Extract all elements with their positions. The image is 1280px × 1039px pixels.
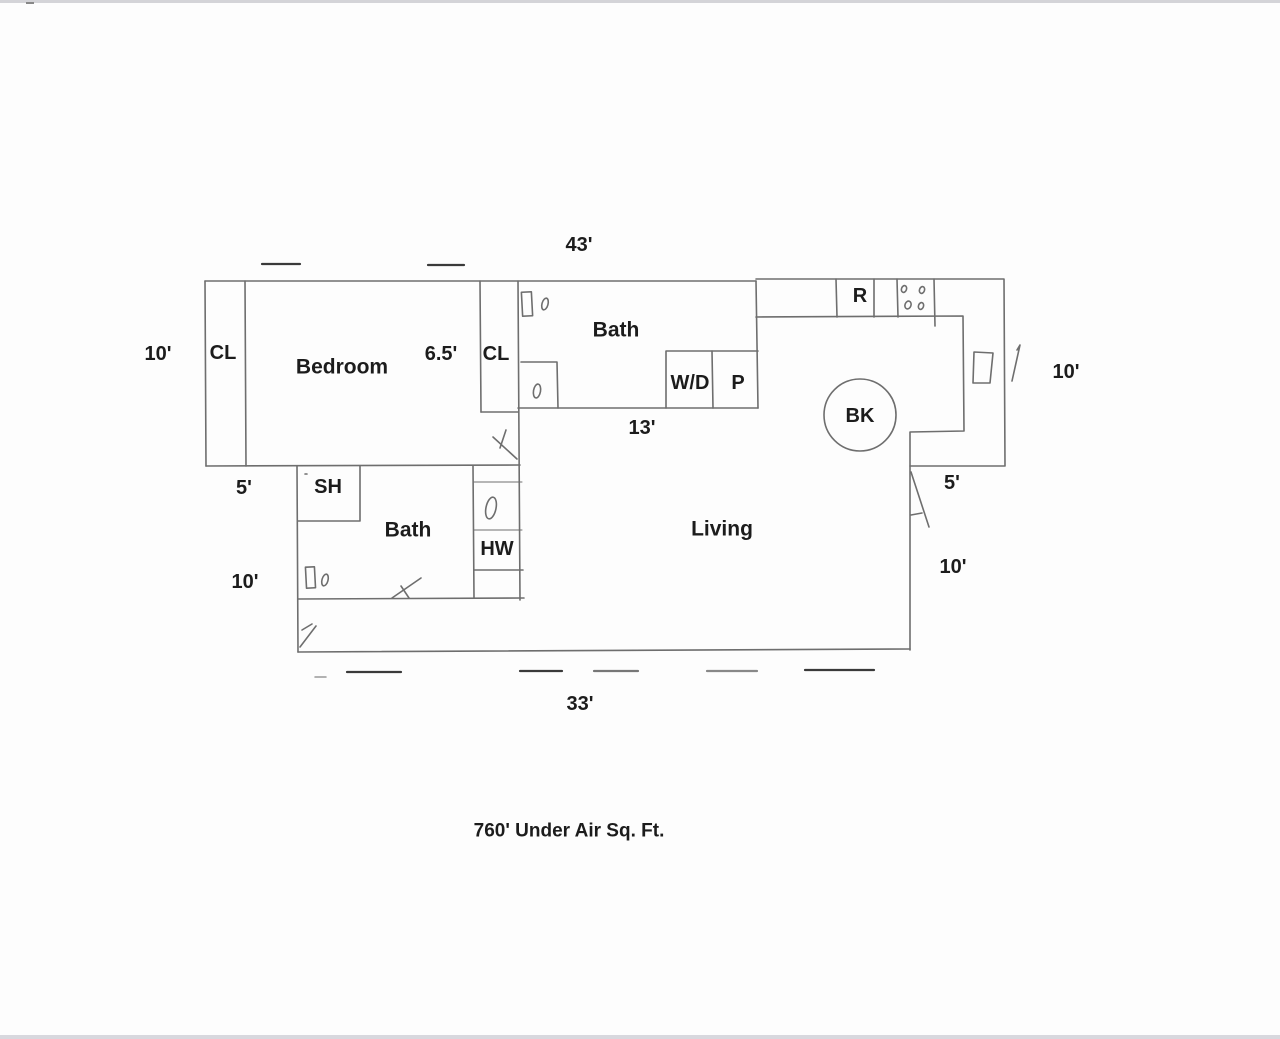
corner-mark (26, 2, 34, 4)
dimension-top-overall: 43' (565, 234, 593, 256)
breakfast-table-label: BK (845, 405, 875, 427)
washer-dryer-label: W/D (670, 372, 710, 394)
bedroom-walls (204, 280, 757, 467)
window-marks (260, 262, 876, 678)
room-label-bedroom: Bedroom (295, 355, 389, 379)
dimension-bath-width: 13' (628, 417, 656, 439)
pantry-label: P (731, 372, 745, 394)
shower-label: SH (314, 476, 342, 498)
dimension-bedroom-offset: 5' (236, 477, 252, 499)
closet-right-label: CL (482, 343, 510, 365)
dimension-right-living: 10' (939, 556, 967, 578)
water-heater-label: HW (480, 538, 514, 560)
lower-bath-walls (296, 465, 525, 653)
dimension-right-kitchen: 10' (1052, 361, 1080, 383)
living-walls (297, 648, 911, 653)
upper-bath-walls (492, 280, 759, 460)
refrigerator-label: R (852, 285, 868, 307)
room-label-bath-upper: Bath (592, 318, 640, 342)
dimension-bottom-overall: 33' (566, 693, 594, 715)
closet-left-label: CL (209, 342, 237, 364)
closet-right-walls (479, 280, 521, 601)
dimension-bedroom-closet: 6.5' (424, 343, 458, 365)
room-label-bath-lower: Bath (384, 518, 432, 542)
page-top-border (0, 0, 1280, 3)
page-bottom-border (0, 1035, 1280, 1039)
square-footage-caption: 760' Under Air Sq. Ft. (473, 820, 665, 842)
room-label-living: Living (691, 517, 753, 541)
kitchen-walls (755, 278, 1021, 651)
dimension-right-offset: 5' (944, 472, 960, 494)
dimension-left-bedroom: 10' (144, 343, 172, 365)
dimension-left-bath: 10' (231, 571, 259, 593)
